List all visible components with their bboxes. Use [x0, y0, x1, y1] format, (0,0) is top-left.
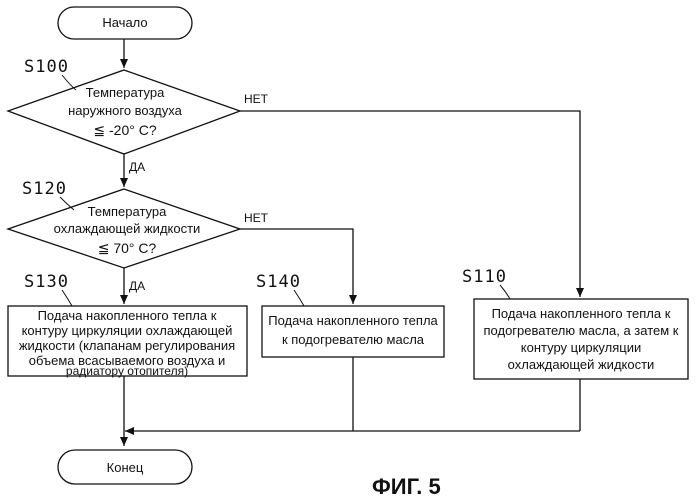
end-terminal: Конец: [58, 450, 192, 484]
box110-line3: контуру циркуляции: [521, 340, 641, 355]
end-label: Конец: [107, 460, 144, 475]
box130-line5: радиатору отопителя): [66, 364, 188, 378]
step-s110: S110: [462, 267, 507, 287]
branch-d1-no: НЕТ: [244, 92, 269, 106]
decision1-line1: Температура: [86, 85, 166, 100]
box140-line2: к подогревателю масла: [282, 332, 425, 347]
box130-line1: Подача накопленного тепла к: [38, 308, 217, 323]
start-label: Начало: [102, 15, 147, 30]
process-s140: Подача накопленного тепла к подогревател…: [262, 306, 444, 357]
box130-line3: жидкости (клапанам регулирования: [19, 338, 235, 353]
decision2-line3: ≦ 70° C?: [98, 240, 157, 256]
box110-line1: Подача накопленного тепла к: [492, 306, 671, 321]
branch-d1-yes: ДА: [129, 160, 145, 174]
box130-line2: контуру циркуляции охлаждающей: [22, 323, 233, 338]
branch-d2-yes: ДА: [129, 279, 145, 293]
arrow-d1-no-to-s110: [240, 111, 580, 297]
decision2-line1: Температура: [88, 204, 168, 219]
step-s100: S100: [24, 57, 69, 77]
decision-outdoor-temp: Температура наружного воздуха ≦ -20° C?: [8, 70, 240, 154]
decision1-line2: наружного воздуха: [68, 103, 183, 118]
start-terminal: Начало: [58, 7, 192, 39]
box140-line1: Подача накопленного тепла: [268, 313, 438, 328]
step-s130: S130: [24, 272, 69, 292]
box110-line2: подогревателю масла, а затем к: [484, 323, 679, 338]
process-s130: Подача накопленного тепла к контуру цирк…: [8, 306, 247, 378]
figure-title: ФИГ. 5: [372, 474, 441, 499]
arrow-d2-no-to-s140: [240, 229, 353, 304]
decision-coolant-temp: Температура охлаждающей жидкости ≦ 70° C…: [8, 189, 240, 268]
step-s140: S140: [256, 272, 301, 292]
box110-line4: охлаждающей жидкости: [508, 357, 655, 372]
decision2-line2: охлаждающей жидкости: [54, 221, 201, 236]
decision1-line3: ≦ -20° C?: [93, 122, 156, 138]
branch-d2-no: НЕТ: [244, 211, 269, 225]
step-s120: S120: [22, 179, 67, 199]
process-s110: Подача накопленного тепла к подогревател…: [474, 299, 688, 379]
